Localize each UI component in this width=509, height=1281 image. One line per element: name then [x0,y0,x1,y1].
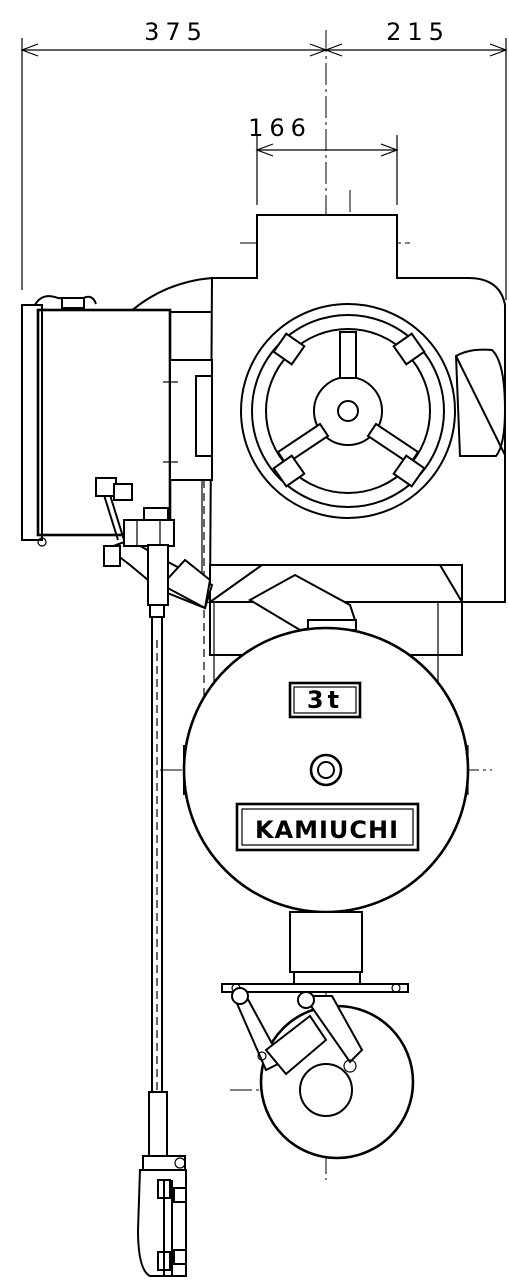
dimension-left-width: 375 [144,18,208,46]
brand-plate [235,802,420,852]
side-cover [454,348,507,457]
dimension-lines [20,38,508,300]
handwheel [240,303,456,519]
dimension-right-width: 215 [386,18,450,46]
control-box [21,295,213,547]
drum [182,626,470,914]
hook-block [221,911,415,1160]
motor-housing-back [127,276,213,313]
pendant-switch [136,1169,187,1277]
brand-label: KAMIUCHI [255,816,399,844]
capacity-plate [288,681,362,719]
capacity-label: 3t [307,686,343,714]
pendant-cable [95,477,214,1171]
dimension-flange-width: 166 [248,114,312,142]
